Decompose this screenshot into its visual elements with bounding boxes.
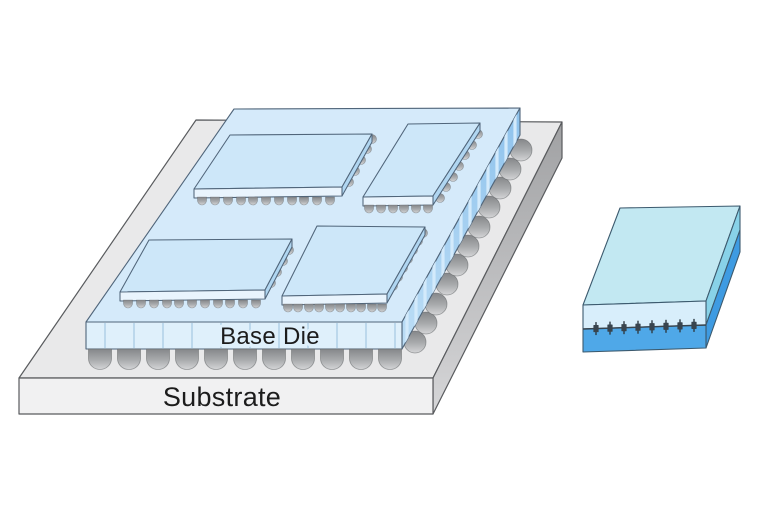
substrate-label: Substrate	[163, 382, 281, 412]
microbump	[213, 299, 223, 309]
microbump	[423, 204, 433, 214]
detached-die-bond-line	[582, 324, 707, 330]
solder-ball	[233, 348, 257, 370]
microbump	[136, 299, 146, 309]
microbump	[411, 204, 421, 214]
microbump	[283, 303, 293, 313]
chiplet-front-microbumps	[364, 204, 433, 214]
microbump	[649, 323, 655, 331]
solder-ball	[291, 348, 315, 370]
microbump	[162, 299, 172, 309]
microbump	[223, 196, 233, 206]
microbump	[621, 324, 627, 332]
chiplet-bottom-right	[281, 225, 428, 313]
chiplet-front-face	[362, 195, 434, 207]
microbump	[677, 322, 683, 330]
solder-ball	[378, 348, 402, 370]
base-die-tsv-lines	[104, 323, 396, 348]
microbump	[691, 321, 697, 329]
microbump	[287, 196, 297, 206]
microbump	[325, 303, 335, 313]
chiplet-front-microbumps	[197, 196, 335, 206]
solder-ball	[204, 348, 228, 370]
detached-die	[582, 205, 741, 353]
base-die-label: Base Die	[220, 323, 320, 350]
microbump	[388, 204, 398, 214]
solder-ball	[117, 348, 141, 370]
microbump	[367, 303, 377, 313]
solder-ball	[349, 348, 373, 370]
microbump	[149, 299, 159, 309]
microbump	[376, 204, 386, 214]
solder-ball	[262, 348, 286, 370]
microbump	[293, 303, 303, 313]
chiplet-top-right	[362, 122, 483, 214]
detached-die-microbumps	[593, 318, 697, 336]
microbump	[299, 196, 309, 206]
microbump	[225, 299, 235, 309]
substrate-front-face	[18, 377, 434, 415]
microbump	[123, 299, 133, 309]
chiplet-front-face	[281, 293, 388, 306]
microbump	[377, 303, 387, 313]
microbump	[304, 303, 314, 313]
microbump	[274, 196, 284, 206]
chiplet-front-microbumps	[123, 299, 261, 309]
microbump	[593, 324, 599, 333]
solder-ball	[175, 348, 199, 370]
chiplet-front-microbumps	[283, 303, 387, 313]
microbump	[248, 196, 258, 206]
microbump	[312, 196, 322, 206]
chiplet-top-left	[193, 133, 377, 206]
microbump	[399, 204, 409, 214]
microbump	[356, 303, 366, 313]
microbump	[238, 299, 248, 309]
microbump	[197, 196, 207, 206]
microbump	[364, 204, 374, 214]
microbump	[335, 303, 345, 313]
solder-ball	[88, 348, 112, 370]
solder-ball	[146, 348, 170, 370]
microbump	[251, 299, 261, 309]
microbump	[174, 299, 184, 309]
chiplet-top-face	[119, 238, 293, 293]
microbump	[607, 324, 613, 332]
microbump	[325, 196, 335, 206]
base-die-front-face	[85, 321, 403, 350]
base-die-front-solder-balls	[88, 348, 402, 370]
microbump	[261, 196, 271, 206]
microbump	[200, 299, 210, 309]
microbump	[663, 322, 669, 330]
microbump	[314, 303, 324, 313]
microbump	[346, 303, 356, 313]
chiplet-front-face	[119, 289, 266, 302]
detached-die-front-upper	[582, 300, 707, 330]
microbump	[236, 196, 246, 206]
solder-ball	[320, 348, 344, 370]
chiplet-bottom-left	[119, 238, 294, 309]
chiplet-front-face	[193, 186, 343, 199]
microbump	[210, 196, 220, 206]
microbump	[187, 299, 197, 309]
microbump	[635, 323, 641, 331]
